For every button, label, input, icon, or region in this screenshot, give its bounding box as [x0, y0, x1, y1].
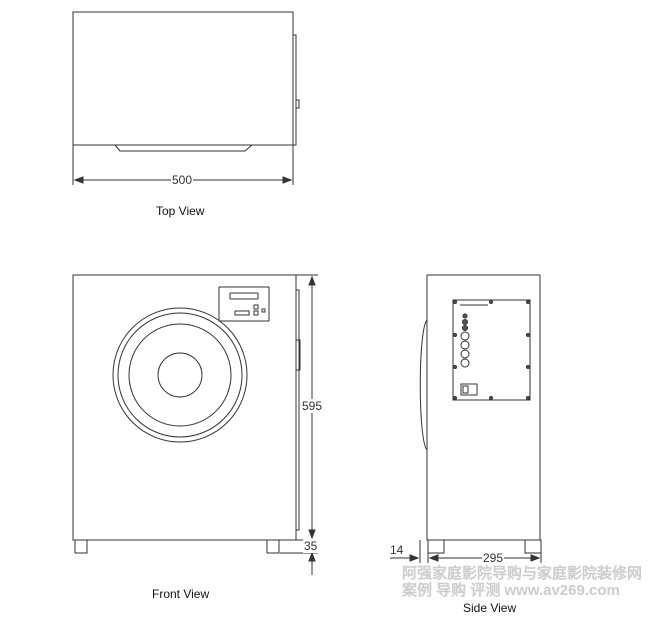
feet-height-dimension: 35	[303, 539, 319, 553]
watermark-line1: 阿强家庭影院导购与家庭影院装修网	[402, 565, 643, 582]
side-view-label: Side View	[463, 601, 517, 615]
front-view	[72, 274, 318, 575]
watermark-line2: 案例 导购 评测 www.av269.com	[402, 582, 620, 599]
height-dimension: 595	[301, 399, 324, 413]
width-dimension: 500	[171, 173, 194, 187]
top-view	[72, 11, 300, 185]
side-view	[390, 274, 542, 563]
top-view-label: Top View	[156, 204, 205, 218]
depth-dimension: 295	[482, 551, 505, 565]
offset-dimension: 14	[390, 543, 404, 557]
front-view-label: Front View	[152, 587, 210, 601]
